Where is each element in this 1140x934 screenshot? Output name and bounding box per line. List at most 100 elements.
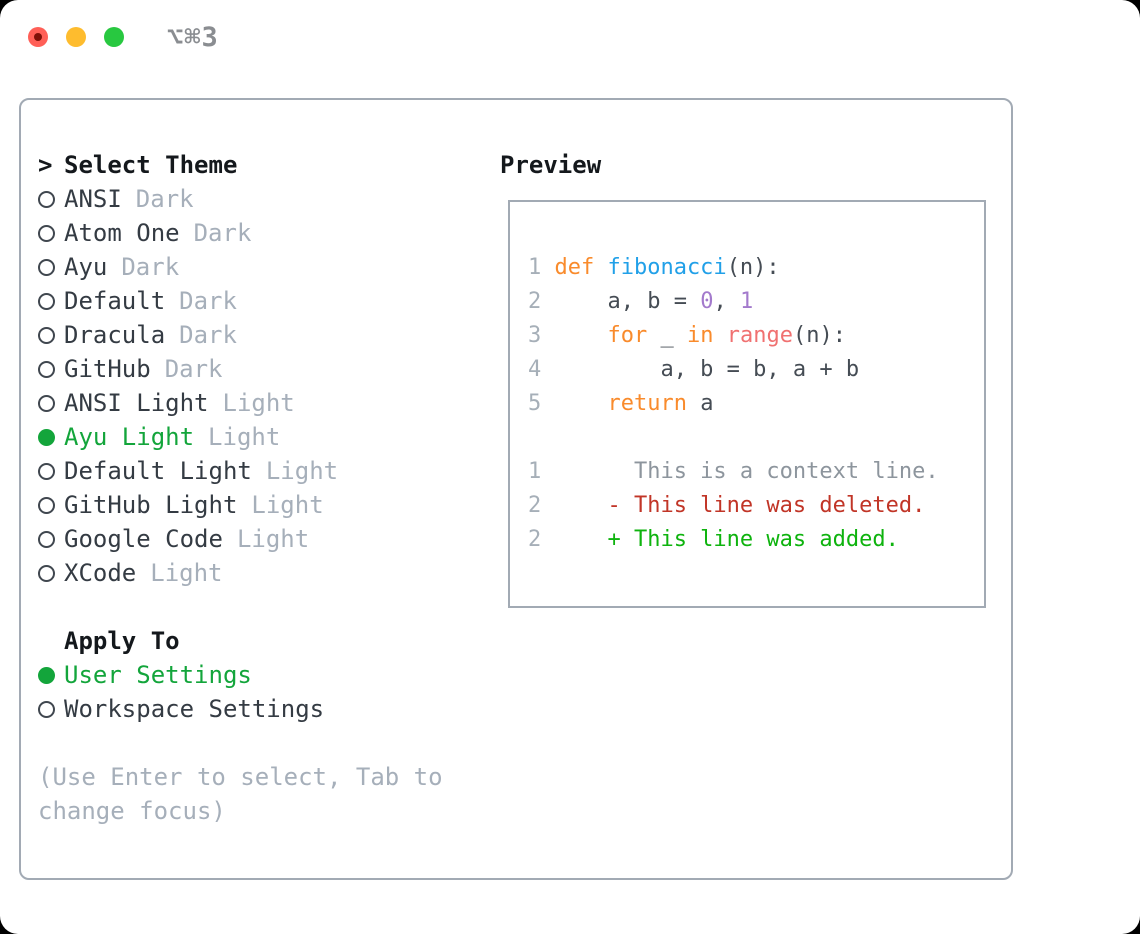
select-theme-title: Select Theme [64,151,238,179]
code-segment: This is a context line. [554,459,939,484]
code-segment: - This line was deleted. [554,493,926,518]
line-number: 2 [528,493,542,518]
close-button-icon[interactable] [28,27,48,47]
line-number: 2 [528,527,542,552]
code-segment: in [686,323,714,348]
option-label: Ayu [64,253,108,281]
variant-label: Dark [164,355,223,383]
radio-selected-icon [38,666,64,684]
theme-option-ansi-light[interactable]: ANSI Light Light [38,386,488,420]
radio-icon [38,496,64,514]
option-label: Google Code [64,525,223,553]
code-line [528,421,939,455]
section-gap [38,590,488,624]
code-segment: _ [647,323,687,348]
theme-option-github-light[interactable]: GitHub Light Light [38,488,488,522]
theme-option-xcode[interactable]: XCode Light [38,556,488,590]
help-text: (Use Enter to select, Tab to change focu… [38,763,443,825]
variant-label: Dark [135,185,194,213]
window-shortcut-label: ⌥⌘3 [167,22,219,53]
option-label: User Settings [64,661,252,689]
code-segment: 1 [739,289,754,314]
code-segment: range [726,323,793,348]
apply-option-workspace-settings[interactable]: Workspace Settings [38,692,488,726]
radio-icon [38,462,64,480]
radio-icon [38,292,64,310]
code-segment [713,323,726,348]
theme-option-default[interactable]: Default Dark [38,284,488,318]
code-segment: 0 [700,289,714,314]
select-theme-header: > Select Theme [38,148,488,182]
theme-option-ansi[interactable]: ANSI Dark [38,182,488,216]
option-label: ANSI [64,185,122,213]
variant-label: Light [208,423,281,451]
radio-icon [38,224,64,242]
code-line: 2 - This line was deleted. [528,489,939,523]
variant-label: Light [251,491,324,519]
variant-label: Dark [179,287,237,315]
radio-icon [38,360,64,378]
cursor-icon: > [38,151,53,179]
code-segment: def [554,255,608,280]
radio-icon [38,530,64,548]
traffic-lights [28,27,124,47]
code-segment [554,323,607,348]
code-line: 5 return a [528,387,939,421]
option-label: XCode [64,559,137,587]
code-segment: for [607,323,648,348]
code-line: 1 This is a context line. [528,455,939,489]
option-label: Default Light [64,457,252,485]
radio-icon [38,190,64,208]
variant-label: Dark [121,253,180,281]
section-gap [38,726,488,760]
titlebar: ⌥⌘3 [0,0,1140,70]
line-number: 1 [528,459,542,484]
code-segment: (n): [726,255,780,280]
option-label: Atom One [64,219,180,247]
theme-option-github[interactable]: GitHub Dark [38,352,488,386]
code-segment: a, b = [554,289,701,314]
code-segment: return [607,391,687,416]
radio-icon [38,258,64,276]
code-segment: fibonacci [607,255,727,280]
option-label: Default [64,287,166,315]
variant-label: Dark [179,321,237,349]
preview-title: Preview [500,151,602,179]
radio-icon [38,564,64,582]
code-segment: , [713,289,740,314]
variant-label: Light [222,389,295,417]
line-number: 3 [528,323,542,348]
code-segment: + This line was added. [554,527,899,552]
apply-option-user-settings[interactable]: User Settings [38,658,488,692]
option-label: GitHub Light [64,491,238,519]
variant-label: Light [150,559,223,587]
radio-selected-icon [38,428,64,446]
minimize-button-icon[interactable] [66,27,86,47]
theme-option-atom-one[interactable]: Atom One Dark [38,216,488,250]
theme-option-ayu[interactable]: Ayu Dark [38,250,488,284]
apply-to-header: Apply To [38,624,488,658]
zoom-button-icon[interactable] [104,27,124,47]
code-line: 3 for _ in range(n): [528,319,939,353]
code-segment: (n): [792,323,846,348]
radio-icon [38,394,64,412]
code-line: 2 a, b = 0, 1 [528,285,939,319]
line-number: 2 [528,289,542,314]
option-label: ANSI Light [64,389,209,417]
code-segment: a, b = b, a + b [554,357,860,382]
option-label: GitHub [64,355,151,383]
line-number: 5 [528,391,542,416]
variant-label: Dark [193,219,252,247]
line-number: 1 [528,255,542,280]
radio-icon [38,326,64,344]
